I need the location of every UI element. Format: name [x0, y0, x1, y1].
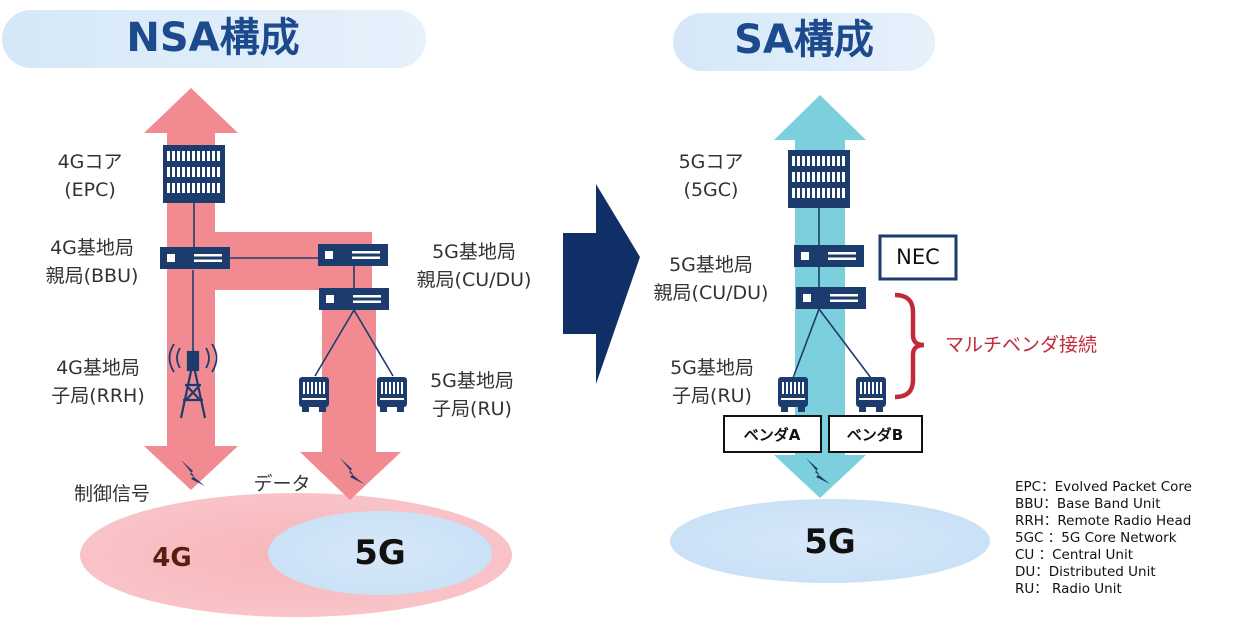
legend-line: EPC：Evolved Packet Core — [1015, 479, 1192, 495]
vendor-b-label: ベンダB — [847, 426, 903, 444]
cudu-label-2: 親局(CU/DU) — [417, 269, 532, 291]
sa-coverage-area-5g — [670, 499, 990, 583]
coverage-area-5g — [268, 511, 492, 595]
legend-line: RU： Radio Unit — [1015, 581, 1122, 597]
legend-line: CU ：Central Unit — [1015, 547, 1133, 563]
transition-arrow — [563, 184, 640, 384]
sa-core-label-1: 5Gコア — [679, 151, 744, 173]
control-signal-label: 制御信号 — [74, 483, 150, 505]
bbu-label-2: 親局(BBU) — [46, 265, 139, 287]
legend-line: 5GC ：5G Core Network — [1015, 530, 1177, 546]
sa-title: SA構成 — [734, 17, 874, 63]
sa-ru-icon-vendor-b — [856, 377, 886, 412]
ru-icon-right — [377, 377, 407, 412]
ru-icon-left — [299, 377, 329, 412]
sa-cu-du-unit-icon-2 — [796, 287, 866, 309]
sa-core-label-2: (5GC) — [684, 179, 739, 201]
sa-ru-icon-vendor-a — [778, 377, 808, 412]
sa-title-pill — [673, 13, 935, 71]
area-5g-label: 5G — [354, 533, 406, 573]
rrh-label-2: 子局(RRH) — [51, 385, 145, 407]
sa-cudu-label-1: 5G基地局 — [669, 254, 753, 276]
core-label-2: (EPC) — [64, 179, 116, 201]
nsa-links — [192, 200, 394, 377]
multivendor-label: マルチベンダ接続 — [945, 334, 1097, 356]
sa-cudu-label-2: 親局(CU/DU) — [654, 282, 769, 304]
legend-line: DU：Distributed Unit — [1015, 564, 1156, 580]
sa-ru-label-2: 子局(RU) — [672, 385, 752, 407]
rrh-label-1: 4G基地局 — [56, 357, 140, 379]
nec-box — [878, 234, 958, 281]
sa-area-5g-label: 5G — [804, 522, 856, 562]
cu-du-unit-icon-2 — [319, 288, 389, 310]
bbu-unit-icon — [160, 247, 230, 269]
epc-server-icon — [163, 145, 225, 203]
ru-label-1: 5G基地局 — [430, 370, 514, 392]
rrh-tower-icon — [168, 343, 218, 419]
vendor-a-label: ベンダA — [744, 426, 801, 444]
nsa-section: NSA構成 4G 5G — [2, 10, 531, 617]
abbreviation-legend: EPC：Evolved Packet Core BBU：Base Band Un… — [1015, 479, 1192, 597]
legend-line: BBU：Base Band Unit — [1015, 496, 1161, 512]
area-4g-label: 4G — [152, 543, 191, 573]
bbu-label-1: 4G基地局 — [50, 237, 134, 259]
sa-cu-du-unit-icon — [794, 245, 864, 267]
sa-ru-label-1: 5G基地局 — [670, 357, 754, 379]
5gc-server-icon — [788, 150, 850, 208]
nec-label: NEC — [896, 245, 940, 269]
ru-label-2: 子局(RU) — [432, 398, 512, 420]
multivendor-bracket — [894, 292, 925, 400]
data-label: データ — [253, 473, 310, 495]
cudu-label-1: 5G基地局 — [432, 241, 516, 263]
nsa-title: NSA構成 — [126, 15, 299, 61]
sa-section: SA構成 5G NEC マルチベンダ接続 ベンダA ベンダB 5Gコア (5GC… — [654, 13, 1097, 583]
vendor-a-box — [723, 415, 822, 453]
sa-links — [792, 208, 872, 379]
nsa-title-pill — [2, 10, 426, 68]
legend-line: RRH：Remote Radio Head — [1015, 513, 1191, 529]
cu-du-unit-icon — [318, 244, 388, 266]
vendor-b-box — [828, 415, 923, 453]
core-label-1: 4Gコア — [58, 151, 123, 173]
